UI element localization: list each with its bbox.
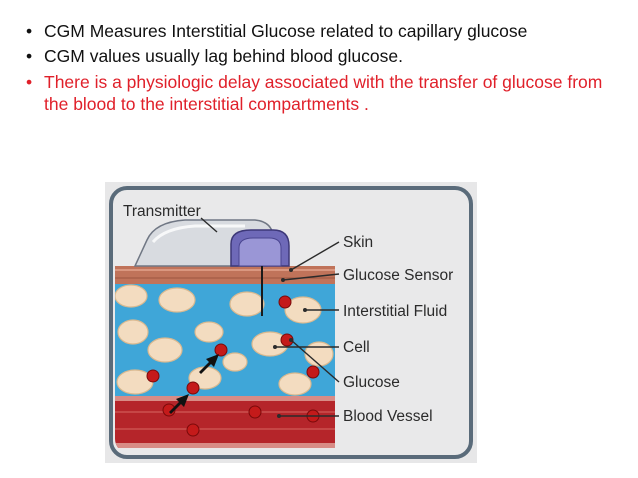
label-glucose: Glucose bbox=[343, 374, 400, 391]
label-cell: Cell bbox=[343, 339, 370, 356]
bullet-dot: • bbox=[26, 72, 33, 92]
bullet-item: • CGM Measures Interstitial Glucose rela… bbox=[14, 20, 624, 42]
label-interstitial-fluid: Interstitial Fluid bbox=[343, 303, 447, 320]
bullet-text: CGM values usually lag behind blood gluc… bbox=[44, 46, 403, 66]
bullet-item: • CGM values usually lag behind blood gl… bbox=[14, 45, 624, 67]
cgm-diagram: Transmitter Skin Glucose Sensor Intersti… bbox=[105, 182, 477, 463]
bullet-text: There is a physiologic delay associated … bbox=[44, 72, 603, 114]
bullet-list: • CGM Measures Interstitial Glucose rela… bbox=[14, 20, 624, 118]
bullet-dot: • bbox=[26, 21, 33, 41]
transmitter-device bbox=[133, 219, 290, 267]
label-skin: Skin bbox=[343, 234, 373, 251]
label-glucose-sensor: Glucose Sensor bbox=[343, 267, 453, 284]
label-blood-vessel: Blood Vessel bbox=[343, 408, 433, 425]
bullet-text: CGM Measures Interstitial Glucose relate… bbox=[44, 21, 528, 41]
transfer-arrows bbox=[169, 354, 219, 414]
skin-layer bbox=[115, 266, 335, 284]
bullet-dot: • bbox=[26, 46, 33, 66]
cell-shapes bbox=[115, 284, 334, 396]
label-transmitter: Transmitter bbox=[123, 203, 201, 220]
cgm-diagram-svg: Transmitter Skin Glucose Sensor Intersti… bbox=[109, 186, 473, 459]
glucose-molecules bbox=[146, 295, 320, 437]
blood-vessel-layer bbox=[115, 396, 335, 448]
bullet-item-highlight: • There is a physiologic delay associate… bbox=[14, 71, 624, 115]
leader-lines bbox=[200, 217, 340, 417]
